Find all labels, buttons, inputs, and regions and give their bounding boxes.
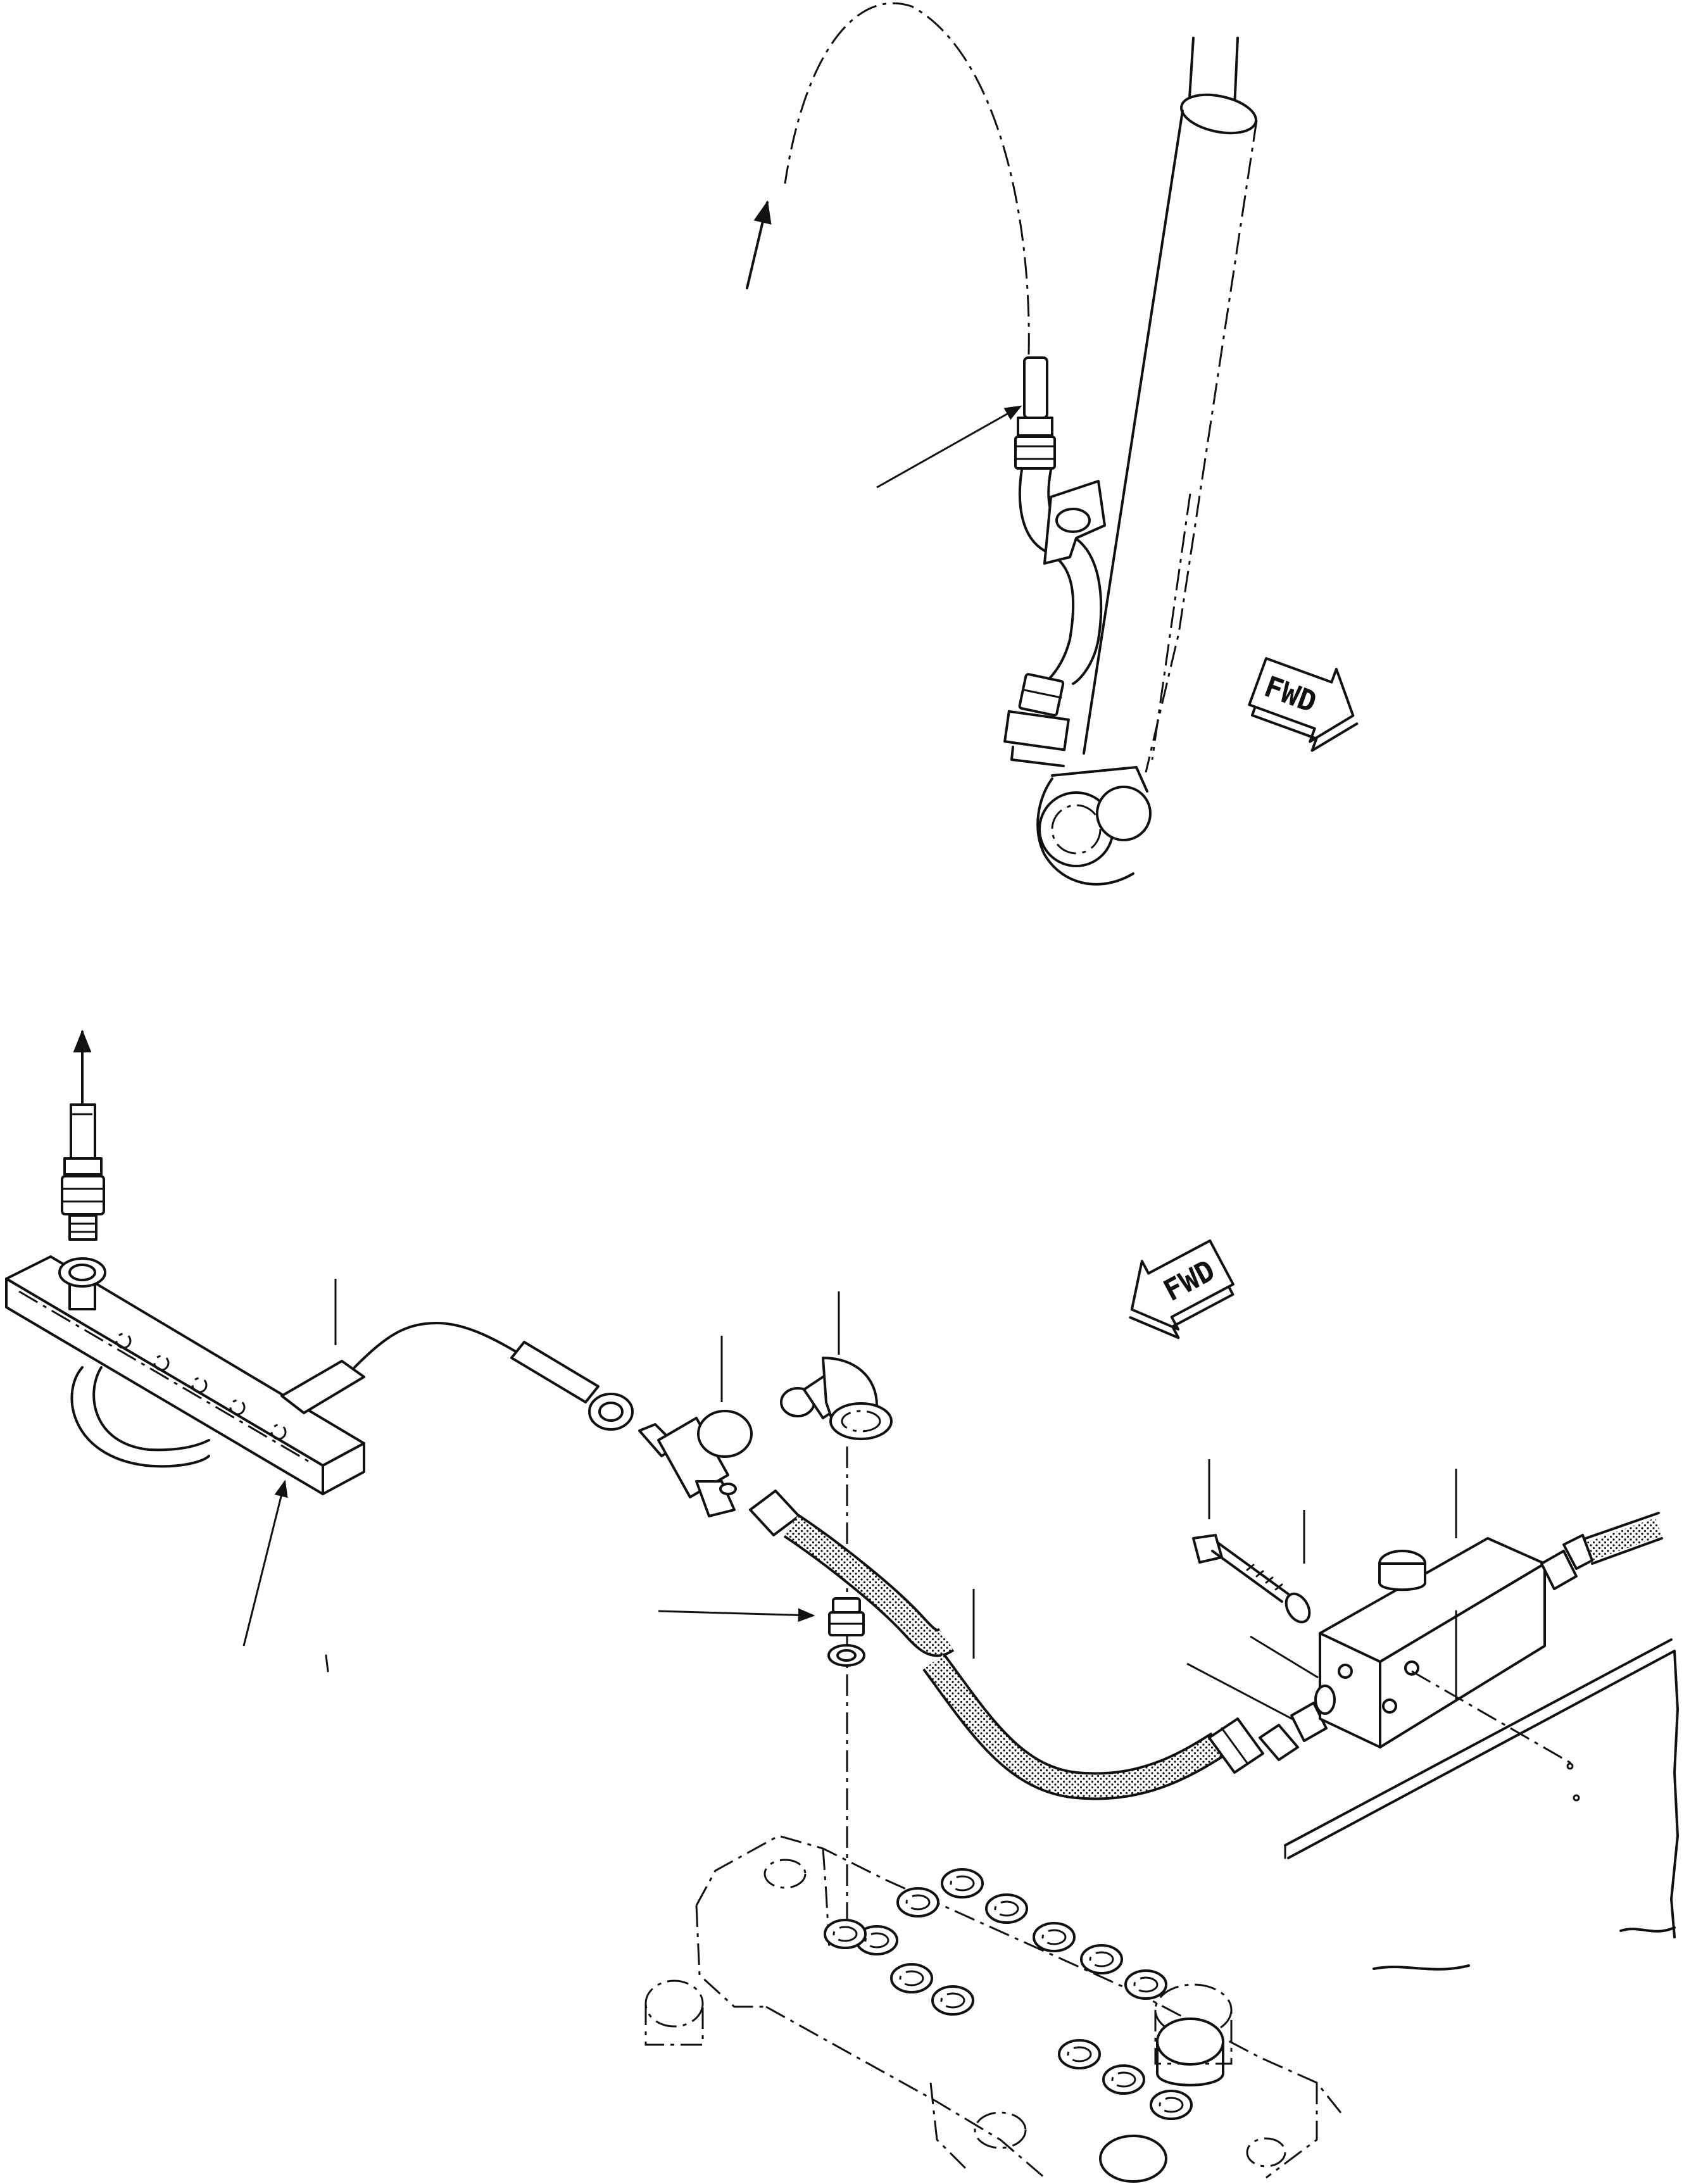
leader-line-oring (1186, 1662, 1298, 1723)
leader-line-connector (1250, 1635, 1319, 1679)
leader-arrow-manifold (242, 1479, 288, 1647)
supply-tube-fitting (61, 1103, 105, 1241)
fwd-direction-arrow-bottom: FWD (1129, 1239, 1234, 1340)
flow-arrow-top (746, 200, 772, 289)
elbow-fitting (780, 1357, 893, 1440)
steel-tube (353, 1322, 634, 1431)
mounting-bolt (1192, 1534, 1311, 1624)
bottom-figure-valve-piping: FWD (5, 1029, 1679, 2183)
small-tick-mark (325, 1654, 329, 1673)
hose-route-arc (784, 2, 1030, 355)
cylinder-rod (1188, 37, 1239, 109)
tee-fitting (638, 1410, 753, 1517)
top-figure-boom-cylinder: FWD (746, 2, 1359, 886)
leader-arrow-fitting (658, 1608, 815, 1622)
frame-plate (1284, 1638, 1679, 1971)
valve-body (1314, 1512, 1663, 1748)
check-fitting (658, 1597, 865, 1667)
manifold-block (5, 1255, 365, 1495)
bolt-centerline (1411, 1670, 1577, 1767)
cylinder-tube-assembly (1003, 356, 1106, 767)
cylinder-barrel (1083, 93, 1258, 773)
cylinder-eye (1036, 766, 1152, 886)
control-valve-stack (644, 1835, 1343, 2183)
fwd-direction-arrow-top: FWD (1248, 657, 1359, 752)
hose-assembly (749, 1490, 1328, 1800)
valve-port-rings (824, 1868, 1193, 2120)
leader-arrow-tube (876, 405, 1022, 489)
